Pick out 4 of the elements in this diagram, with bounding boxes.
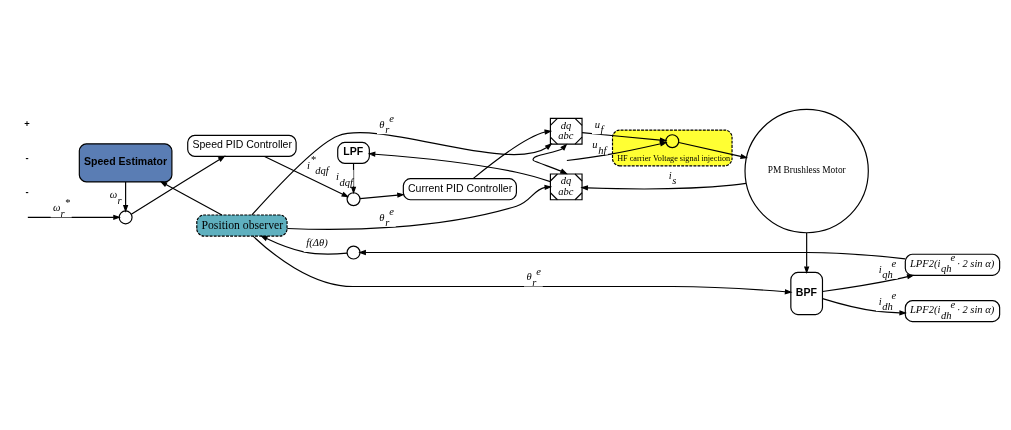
- label: +: [24, 118, 30, 129]
- label: -: [25, 186, 29, 197]
- label: -: [25, 152, 29, 163]
- edge-label: f(Δθ): [306, 236, 328, 248]
